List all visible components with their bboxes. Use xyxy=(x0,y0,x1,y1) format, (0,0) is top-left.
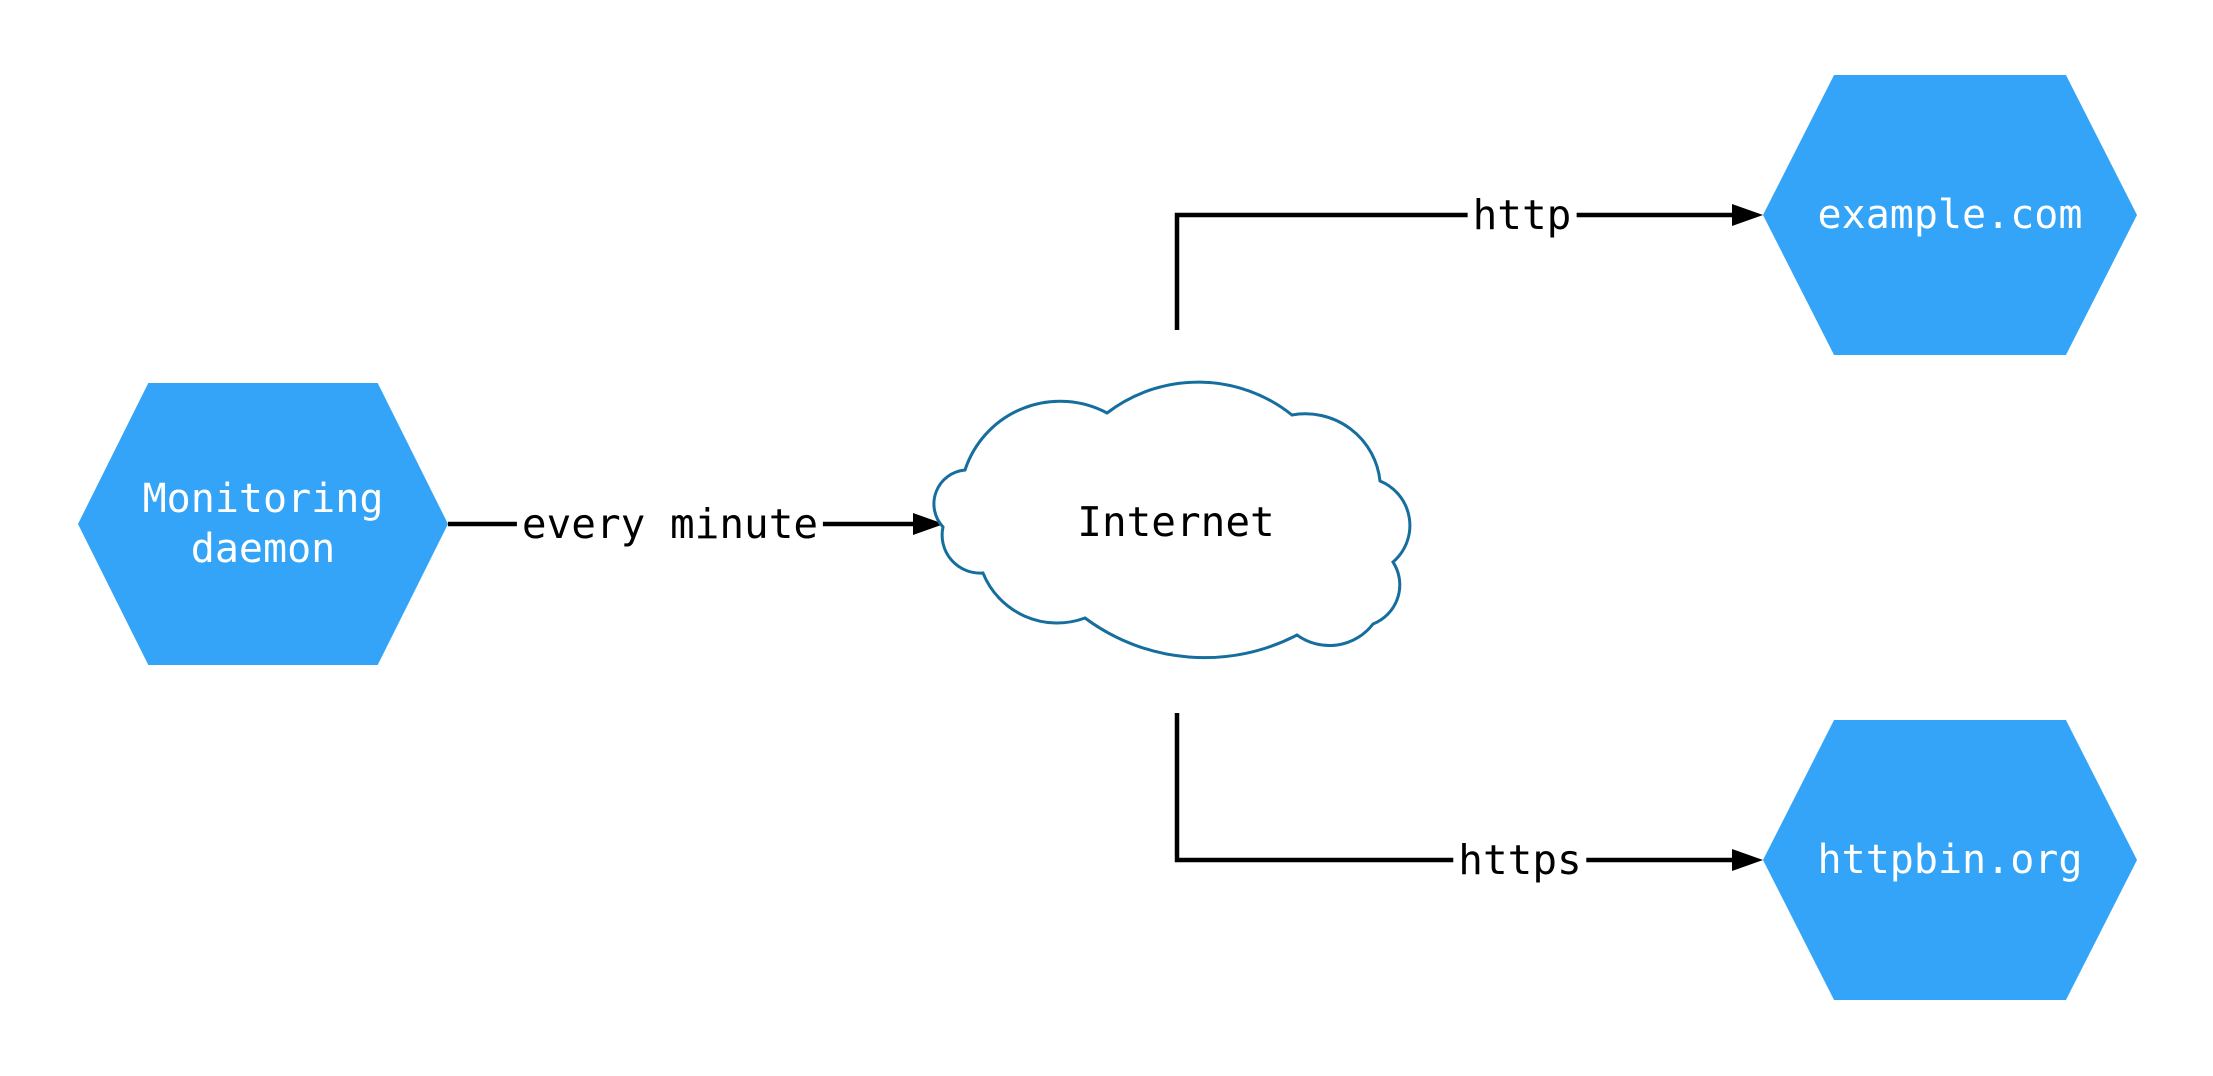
edge-label-http: http xyxy=(1467,191,1577,239)
node-httpbin-org-label: httpbin.org xyxy=(1817,837,2083,883)
edge-label-every-minute: every minute xyxy=(516,500,824,548)
node-httpbin-org: httpbin.org xyxy=(1763,720,2137,1000)
edge-label-https: https xyxy=(1453,836,1587,884)
node-monitoring-daemon: Monitoring daemon xyxy=(78,383,448,665)
cloud-icon xyxy=(932,380,1412,660)
node-internet-label: Internet xyxy=(1077,498,1275,546)
node-example-com-label: example.com xyxy=(1817,192,2083,238)
edge-internet-to-httpbin-arrowhead-icon xyxy=(1732,849,1763,871)
node-internet xyxy=(932,380,1412,660)
node-example-com: example.com xyxy=(1763,75,2137,355)
node-monitoring-daemon-label: Monitoring daemon xyxy=(142,476,384,572)
edge-daemon-to-internet-arrowhead-icon xyxy=(913,513,944,535)
edge-internet-to-example-arrowhead-icon xyxy=(1732,204,1763,226)
edge-internet-to-example-line xyxy=(1174,212,1736,330)
